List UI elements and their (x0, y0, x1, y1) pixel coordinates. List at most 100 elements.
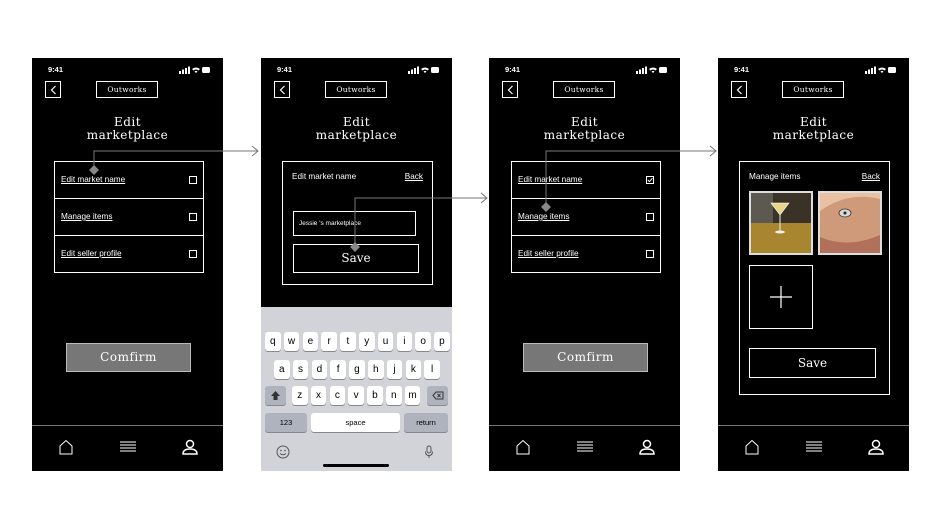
status-time: 9:41 (505, 65, 521, 74)
menu-item-manage-items[interactable]: Manage items (512, 199, 660, 236)
back-button[interactable] (45, 81, 61, 98)
panel-back-link[interactable]: Back (861, 172, 880, 181)
chevron-left-icon (736, 85, 742, 95)
key-w[interactable]: w (283, 332, 300, 351)
page-title: Edit marketplace (261, 116, 452, 142)
title-line-1: Edit (113, 115, 142, 129)
return-key[interactable]: return (404, 413, 448, 432)
menu-item-edit-seller-profile[interactable]: Edit seller profile (55, 236, 203, 273)
numbers-key[interactable]: 123 (265, 413, 307, 432)
page-title: Edit marketplace (32, 116, 223, 142)
bottom-nav (32, 425, 223, 471)
key-n[interactable]: n (386, 386, 402, 405)
panel-back-link[interactable]: Back (404, 172, 423, 181)
delete-key[interactable] (427, 386, 448, 405)
checkbox[interactable] (189, 176, 197, 184)
key-a[interactable]: a (274, 360, 290, 379)
status-icons (865, 66, 896, 74)
key-o[interactable]: o (415, 332, 431, 351)
checkbox[interactable] (646, 250, 654, 258)
key-e[interactable]: e (302, 332, 319, 351)
back-button[interactable] (731, 81, 747, 98)
key-b[interactable]: b (367, 386, 383, 405)
key-m[interactable]: m (404, 386, 421, 405)
key-q[interactable]: q (265, 332, 281, 351)
item-photo-1[interactable] (749, 191, 813, 255)
key-t[interactable]: t (340, 332, 356, 351)
menu-item-label[interactable]: Edit seller profile (518, 249, 579, 258)
status-time: 9:41 (734, 65, 750, 74)
space-key[interactable]: space (311, 413, 400, 432)
key-g[interactable]: g (349, 360, 365, 379)
key-v[interactable]: v (348, 386, 364, 405)
menu-item-edit-seller-profile[interactable]: Edit seller profile (512, 236, 660, 273)
list-icon[interactable] (120, 441, 136, 453)
key-u[interactable]: u (377, 332, 394, 351)
status-icons (408, 66, 439, 74)
key-j[interactable]: j (386, 360, 403, 379)
key-x[interactable]: x (310, 386, 327, 405)
confirm-button[interactable]: Comfirm (523, 343, 648, 372)
screen-1: 9:41 Outworks Edit marketplace Edit mark… (32, 58, 223, 471)
emoji-icon[interactable] (276, 445, 290, 464)
brand-logo[interactable]: Outworks (96, 81, 158, 98)
key-y[interactable]: y (359, 332, 375, 351)
cocktail-photo-image (751, 193, 811, 253)
brand-logo[interactable]: Outworks (553, 81, 615, 98)
key-f[interactable]: f (330, 360, 346, 379)
checkbox-checked[interactable] (646, 176, 654, 184)
title-line-1: Edit (799, 115, 828, 129)
list-icon[interactable] (806, 441, 822, 453)
item-photo-2[interactable] (818, 191, 882, 255)
edit-menu: Edit market name Manage items Edit selle… (54, 161, 204, 273)
bottom-nav (718, 425, 909, 471)
brand-logo[interactable]: Outworks (782, 81, 844, 98)
brand-logo[interactable]: Outworks (325, 81, 387, 98)
key-l[interactable]: l (424, 360, 440, 379)
key-r[interactable]: r (321, 332, 337, 351)
chevron-left-icon (50, 85, 56, 95)
key-k[interactable]: k (405, 360, 422, 379)
title-line-2: marketplace (543, 128, 626, 142)
menu-item-label[interactable]: Manage items (61, 212, 113, 221)
microphone-icon[interactable] (424, 445, 434, 464)
bottom-nav (489, 425, 680, 471)
key-d[interactable]: d (311, 360, 328, 379)
checkbox[interactable] (189, 213, 197, 221)
flow-node (350, 242, 360, 252)
profile-icon[interactable] (639, 439, 655, 455)
confirm-button[interactable]: Comfirm (66, 343, 191, 372)
back-button[interactable] (502, 81, 518, 98)
list-icon[interactable] (577, 441, 593, 453)
menu-item-edit-market-name[interactable]: Edit market name (55, 162, 203, 199)
home-icon[interactable] (516, 439, 530, 455)
save-button[interactable]: Save (749, 348, 876, 378)
key-c[interactable]: c (329, 386, 346, 405)
menu-item-manage-items[interactable]: Manage items (55, 199, 203, 236)
key-s[interactable]: s (292, 360, 309, 379)
key-z[interactable]: z (292, 386, 308, 405)
home-icon[interactable] (745, 439, 759, 455)
title-line-1: Edit (342, 115, 371, 129)
flow-arrow-2 (354, 192, 488, 247)
menu-item-label[interactable]: Edit market name (518, 175, 583, 184)
checkbox[interactable] (189, 250, 197, 258)
menu-item-label[interactable]: Manage items (518, 212, 570, 221)
key-i[interactable]: i (396, 332, 413, 351)
checkbox[interactable] (646, 213, 654, 221)
back-button[interactable] (274, 81, 290, 98)
chevron-left-icon (279, 85, 285, 95)
menu-item-edit-market-name[interactable]: Edit market name (512, 162, 660, 199)
profile-icon[interactable] (182, 439, 198, 455)
check-icon (647, 177, 653, 183)
home-icon[interactable] (59, 439, 73, 455)
key-h[interactable]: h (368, 360, 384, 379)
menu-item-label[interactable]: Edit seller profile (61, 249, 122, 258)
key-p[interactable]: p (434, 332, 450, 351)
add-item-button[interactable] (749, 265, 813, 329)
plate-photo-image (820, 193, 880, 253)
menu-item-label[interactable]: Edit market name (61, 175, 126, 184)
shift-key[interactable] (265, 386, 286, 405)
profile-icon[interactable] (868, 439, 884, 455)
